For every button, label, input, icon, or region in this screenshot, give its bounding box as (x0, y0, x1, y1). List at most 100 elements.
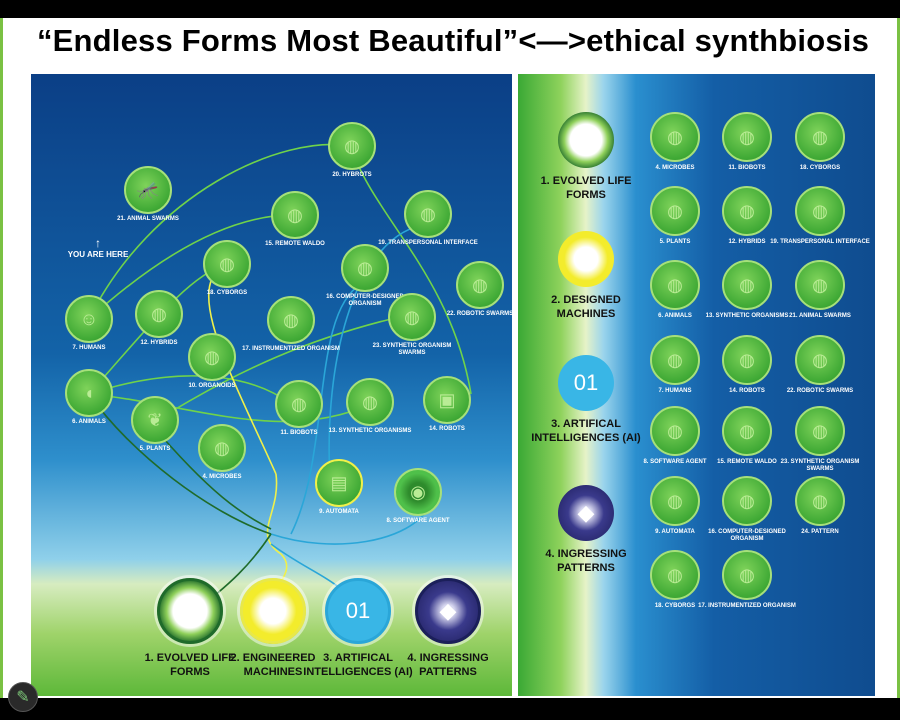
grid-node-label: 18. CYBORGS (654, 603, 696, 609)
organism-icon: ◍ (739, 274, 755, 295)
node-label: 9. AUTOMATA (319, 509, 359, 515)
microbe-icon: ◍ (214, 437, 230, 458)
node-circle[interactable]: ◍ (203, 240, 251, 288)
grid-node-label: 6. ANIMALS (658, 313, 692, 319)
node-circle[interactable]: ◍ (346, 378, 394, 426)
remote-waldo-icon: ◍ (287, 204, 303, 225)
organism-icon: ◍ (739, 349, 755, 370)
grid-node-circle[interactable]: ◍ (650, 260, 700, 310)
grid-node-circle[interactable]: ◍ (722, 186, 772, 236)
node-circle[interactable]: ◍ (388, 293, 436, 341)
grid-node-label: 12. HYBRIDS (728, 239, 766, 245)
node-circle[interactable]: ❦ (131, 396, 179, 444)
node-circle[interactable]: ◍ (275, 380, 323, 428)
organism-icon: ◍ (667, 420, 683, 441)
synthetic-organism-icon: ◍ (362, 391, 378, 412)
node-circle[interactable]: ◍ (188, 333, 236, 381)
organism-icon: ◍ (812, 349, 828, 370)
node-circle[interactable]: ◍ (456, 261, 504, 309)
grid-node-circle[interactable]: ◍ (650, 335, 700, 385)
organism-icon: ◍ (812, 126, 828, 147)
organism-icon: ◍ (739, 490, 755, 511)
xenobot-icon: ◍ (357, 257, 373, 278)
grid-node-circle[interactable]: ◍ (650, 550, 700, 600)
grid-node-circle[interactable]: ◍ (650, 406, 700, 456)
synthetic-swarm-icon: ◍ (404, 306, 420, 327)
category-circle[interactable]: ◎ (558, 112, 614, 168)
grid-node-circle[interactable]: ◍ (795, 335, 845, 385)
node-label: 14. ROBOTS (429, 426, 465, 432)
organism-icon: ◍ (667, 200, 683, 221)
grid-node-circle[interactable]: ◍ (795, 476, 845, 526)
category-label: 4. INGRESSING PATTERNS (545, 548, 627, 574)
organism-icon: ◍ (739, 564, 755, 585)
face-screen-icon: ◍ (420, 203, 436, 224)
node-circle[interactable]: ◍ (404, 190, 452, 238)
organism-icon: ◍ (812, 200, 828, 221)
category-label: 3. ARTIFICAL INTELLIGENCES (AI) (303, 652, 413, 678)
leaf-icon: ❦ (147, 409, 163, 430)
node-label: 17. INSTRUMENTIZED ORGANISM (242, 346, 340, 352)
grid-node-circle[interactable]: ◍ (722, 550, 772, 600)
bottom-bar (0, 698, 900, 720)
node-label: 21. ANIMAL SWARMS (117, 216, 179, 222)
plant-sensor-icon: ◍ (283, 309, 299, 330)
organism-icon: ◍ (739, 200, 755, 221)
category-label: 4. INGRESSING PATTERNS (407, 652, 489, 678)
grid-node-circle[interactable]: ◍ (650, 476, 700, 526)
grid-node-label: 24. PATTERN (801, 529, 839, 535)
node-circle[interactable]: ▤ (315, 459, 363, 507)
organism-icon: ◍ (812, 490, 828, 511)
pencil-icon[interactable]: ✎ (8, 682, 38, 712)
category-circle[interactable]: ◆ (558, 485, 614, 541)
biobot-icon: ◍ (291, 393, 307, 414)
category-circle[interactable]: 01 (325, 578, 391, 644)
node-circle[interactable]: ◍ (271, 191, 319, 239)
grid-node-circle[interactable]: ◍ (722, 476, 772, 526)
category-circle[interactable]: ⚙ (240, 578, 306, 644)
cyborg-head-icon: ◍ (219, 253, 235, 274)
organism-icon: ◍ (739, 420, 755, 441)
brain-robot-icon: ◍ (344, 135, 360, 156)
organism-icon: ◍ (812, 274, 828, 295)
grid-node-label: 7. HUMANS (658, 388, 692, 394)
category-circle[interactable]: 01 (558, 355, 614, 411)
you-are-here-marker: ↑YOU ARE HERE (53, 236, 143, 259)
grid-node-circle[interactable]: ◍ (722, 406, 772, 456)
grid-node-circle[interactable]: ◍ (795, 260, 845, 310)
grid-node-label: 14. ROBOTS (729, 388, 765, 394)
category-circle[interactable]: ⚙ (558, 231, 614, 287)
node-label: 4. MICROBES (202, 474, 242, 480)
grid-node-label: 15. REMOTE WALDO (717, 459, 777, 465)
category-label: 2. DESIGNED MACHINES (551, 294, 621, 320)
node-circle[interactable]: 🦟 (124, 166, 172, 214)
grid-node-circle[interactable]: ◍ (795, 186, 845, 236)
node-circle[interactable]: ☺ (65, 295, 113, 343)
grid-node-label: 4. MICROBES (655, 165, 695, 171)
node-label: 20. HYBROTS (332, 172, 372, 178)
grid-node-circle[interactable]: ◍ (795, 112, 845, 162)
grid-node-circle[interactable]: ◍ (722, 335, 772, 385)
organism-icon: ◍ (667, 126, 683, 147)
node-circle[interactable]: ◍ (267, 296, 315, 344)
grid-node-label: 18. CYBORGS (799, 165, 841, 171)
node-circle[interactable]: ▣ (423, 376, 471, 424)
category-circle[interactable]: ◆ (415, 578, 481, 644)
node-circle[interactable]: ◍ (341, 244, 389, 292)
grid-node-circle[interactable]: ◍ (795, 406, 845, 456)
grid-node-circle[interactable]: ◍ (650, 186, 700, 236)
node-label: 19. TRANSPERSONAL INTERFACE (378, 240, 478, 246)
category-circle[interactable]: ◎ (157, 578, 223, 644)
category-label: 1. EVOLVED LIFE FORMS (144, 652, 236, 678)
right-grid-panel: ◎1. EVOLVED LIFE FORMS⚙2. DESIGNED MACHI… (518, 74, 875, 696)
grid-node-circle[interactable]: ◍ (722, 112, 772, 162)
node-circle[interactable]: ◍ (198, 424, 246, 472)
robot-icon: ▣ (438, 389, 456, 410)
node-circle[interactable]: ◍ (135, 290, 183, 338)
node-circle[interactable]: ◖ (65, 369, 113, 417)
grid-node-circle[interactable]: ◍ (650, 112, 700, 162)
node-circle[interactable]: ◉ (394, 468, 442, 516)
insect-icon: 🦟 (136, 179, 160, 200)
node-circle[interactable]: ◍ (328, 122, 376, 170)
grid-node-circle[interactable]: ◍ (722, 260, 772, 310)
